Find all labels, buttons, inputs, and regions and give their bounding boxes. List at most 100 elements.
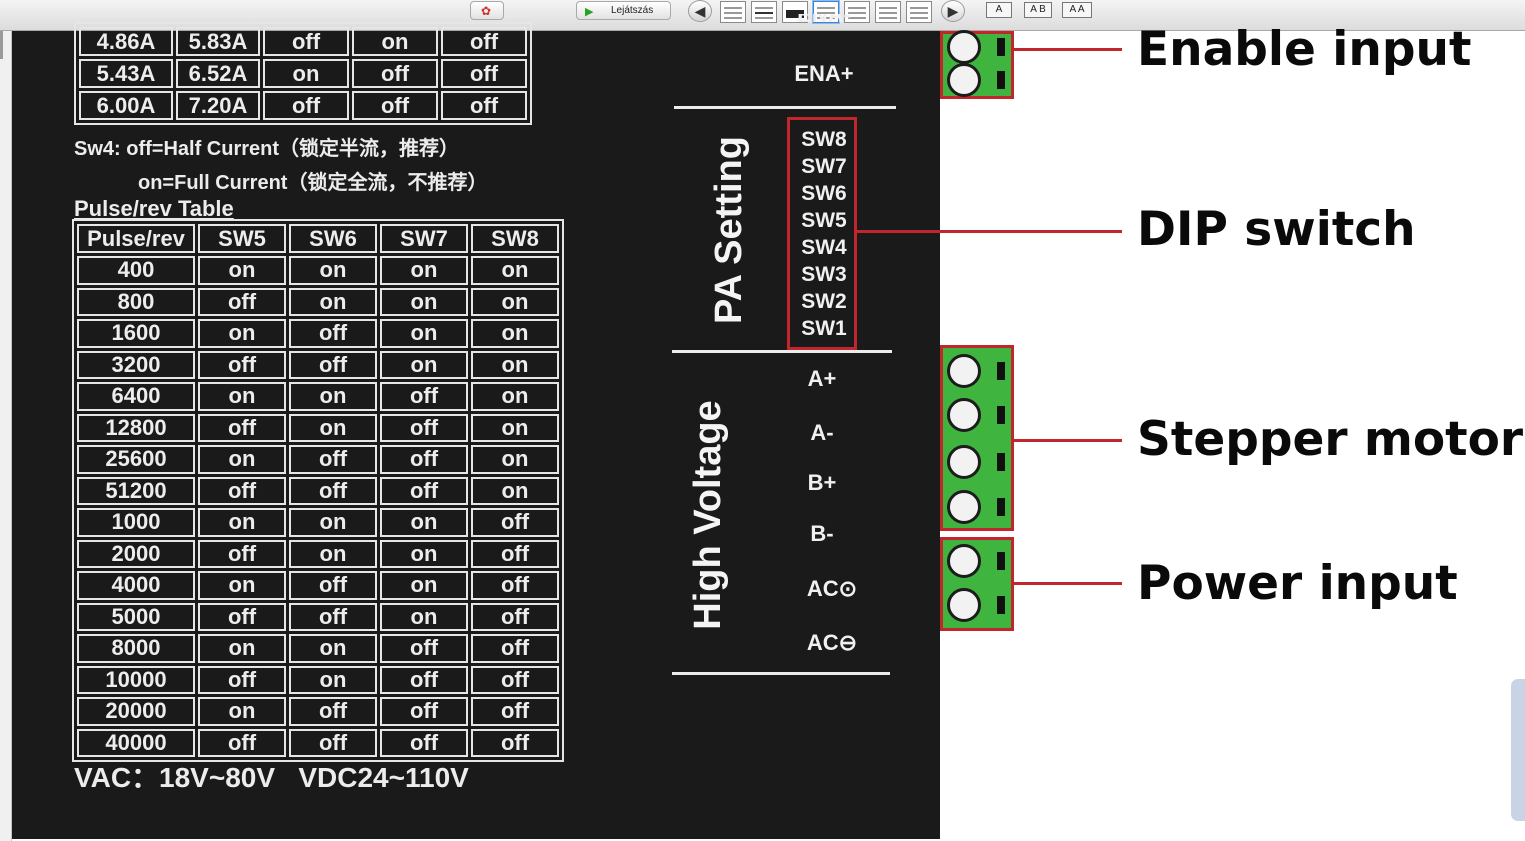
panel-grip[interactable] <box>0 31 3 59</box>
enable-leader-line <box>1014 48 1122 51</box>
table-cell: off <box>380 445 468 474</box>
table-row: 6.00A 7.20A off off off <box>79 91 527 120</box>
table-cell: off <box>471 665 559 694</box>
pin-a-plus: A+ <box>807 366 837 391</box>
screw-icon <box>947 588 981 622</box>
page-thumbnail-4[interactable] <box>813 1 839 23</box>
table-cell: off <box>289 697 377 726</box>
previous-button[interactable]: ◀ <box>688 0 712 22</box>
table-cell: on <box>289 539 377 568</box>
screw-icon <box>947 398 981 432</box>
terminal-slot <box>997 406 1005 424</box>
table-cell: on <box>289 634 377 663</box>
table-cell: on <box>198 445 286 474</box>
table-cell: off <box>380 697 468 726</box>
slideshow-settings-button[interactable]: ✿ <box>470 1 504 20</box>
table-cell: 6.52A <box>176 59 260 88</box>
double-page-view-button[interactable]: A A <box>1062 2 1092 18</box>
arrow-left-icon: ◀ <box>694 3 706 19</box>
table-cell: 4000 <box>77 571 195 600</box>
terminal-slot <box>997 71 1005 89</box>
play-button[interactable]: ▶ Lejátszás <box>576 1 671 20</box>
dip-switch-label: SW8 <box>801 128 847 151</box>
next-button[interactable]: ▶ <box>941 0 965 22</box>
left-panel-edge <box>0 31 12 841</box>
table-cell: 40000 <box>77 728 195 757</box>
table-cell: off <box>380 728 468 757</box>
table-cell: 4.86A <box>79 27 173 56</box>
pin-ac-2: AC⊖ <box>806 630 858 655</box>
table-cell: 5.83A <box>176 27 260 56</box>
dip-switch-label: SW4 <box>801 236 847 259</box>
power-leader-line <box>1014 582 1122 585</box>
dip-switch-label: SW7 <box>801 155 847 178</box>
single-page-view-button[interactable]: A <box>986 2 1012 18</box>
table-cell: 1600 <box>77 319 195 348</box>
dip-switch-label: SW1 <box>801 317 847 340</box>
table-cell: on <box>289 256 377 285</box>
table-cell: off <box>471 728 559 757</box>
divider <box>672 350 892 353</box>
table-cell: on <box>380 571 468 600</box>
table-cell: on <box>380 350 468 379</box>
enable-input-callout: Enable input <box>1137 22 1472 77</box>
page-thumbnail-7[interactable] <box>906 1 932 23</box>
column-header: SW8 <box>471 224 559 253</box>
table-cell: on <box>380 508 468 537</box>
table-cell: off <box>198 476 286 505</box>
table-cell: on <box>198 508 286 537</box>
table-cell: on <box>198 256 286 285</box>
screw-icon <box>947 544 981 578</box>
motor-terminal-block <box>940 345 1014 531</box>
terminal-slot <box>997 38 1005 56</box>
table-cell: off <box>441 91 527 120</box>
table-cell: on <box>471 382 559 411</box>
table-cell: 25600 <box>77 445 195 474</box>
pin-a-minus: A- <box>810 420 834 445</box>
table-cell: on <box>471 413 559 442</box>
page-thumbnail-2[interactable] <box>751 1 777 23</box>
voltage-spec: VAC：18V~80V VDC24~110V <box>74 762 469 793</box>
table-cell: 2000 <box>77 539 195 568</box>
table-cell: 7.20A <box>176 91 260 120</box>
divider <box>674 106 896 109</box>
dip-switch-callout: DIP switch <box>1137 202 1416 257</box>
two-page-view-button[interactable]: A B <box>1024 2 1052 18</box>
page-thumbnail-1[interactable] <box>720 1 746 23</box>
terminal-slot <box>997 596 1005 614</box>
terminal-slot <box>997 552 1005 570</box>
pin-ena-minus: ENA- <box>784 14 864 34</box>
scroll-handle[interactable] <box>1511 679 1525 821</box>
pin-ena-minus-label: ENA- <box>797 14 851 27</box>
arrow-right-icon: ▶ <box>947 3 959 19</box>
column-header: SW7 <box>380 224 468 253</box>
table-cell: off <box>198 350 286 379</box>
page-thumbnail-3[interactable] <box>782 1 808 23</box>
page-thumbnail-6[interactable] <box>875 1 901 23</box>
table-cell: off <box>471 508 559 537</box>
screw-icon <box>947 354 981 388</box>
page-thumbnail-5[interactable] <box>844 1 870 23</box>
screw-icon <box>947 30 981 64</box>
power-terminal-block <box>940 537 1014 631</box>
stepper-driver-board <box>12 31 940 839</box>
current-table: 4.86A 5.83A off on off 5.43A 6.52A on of… <box>74 22 532 125</box>
table-cell: on <box>198 697 286 726</box>
table-cell: on <box>198 634 286 663</box>
table-header-row: Pulse/rev SW5 SW6 SW7 SW8 <box>77 224 559 253</box>
table-cell: off <box>198 728 286 757</box>
table-cell: on <box>380 287 468 316</box>
table-cell: on <box>198 382 286 411</box>
table-cell: 20000 <box>77 697 195 726</box>
